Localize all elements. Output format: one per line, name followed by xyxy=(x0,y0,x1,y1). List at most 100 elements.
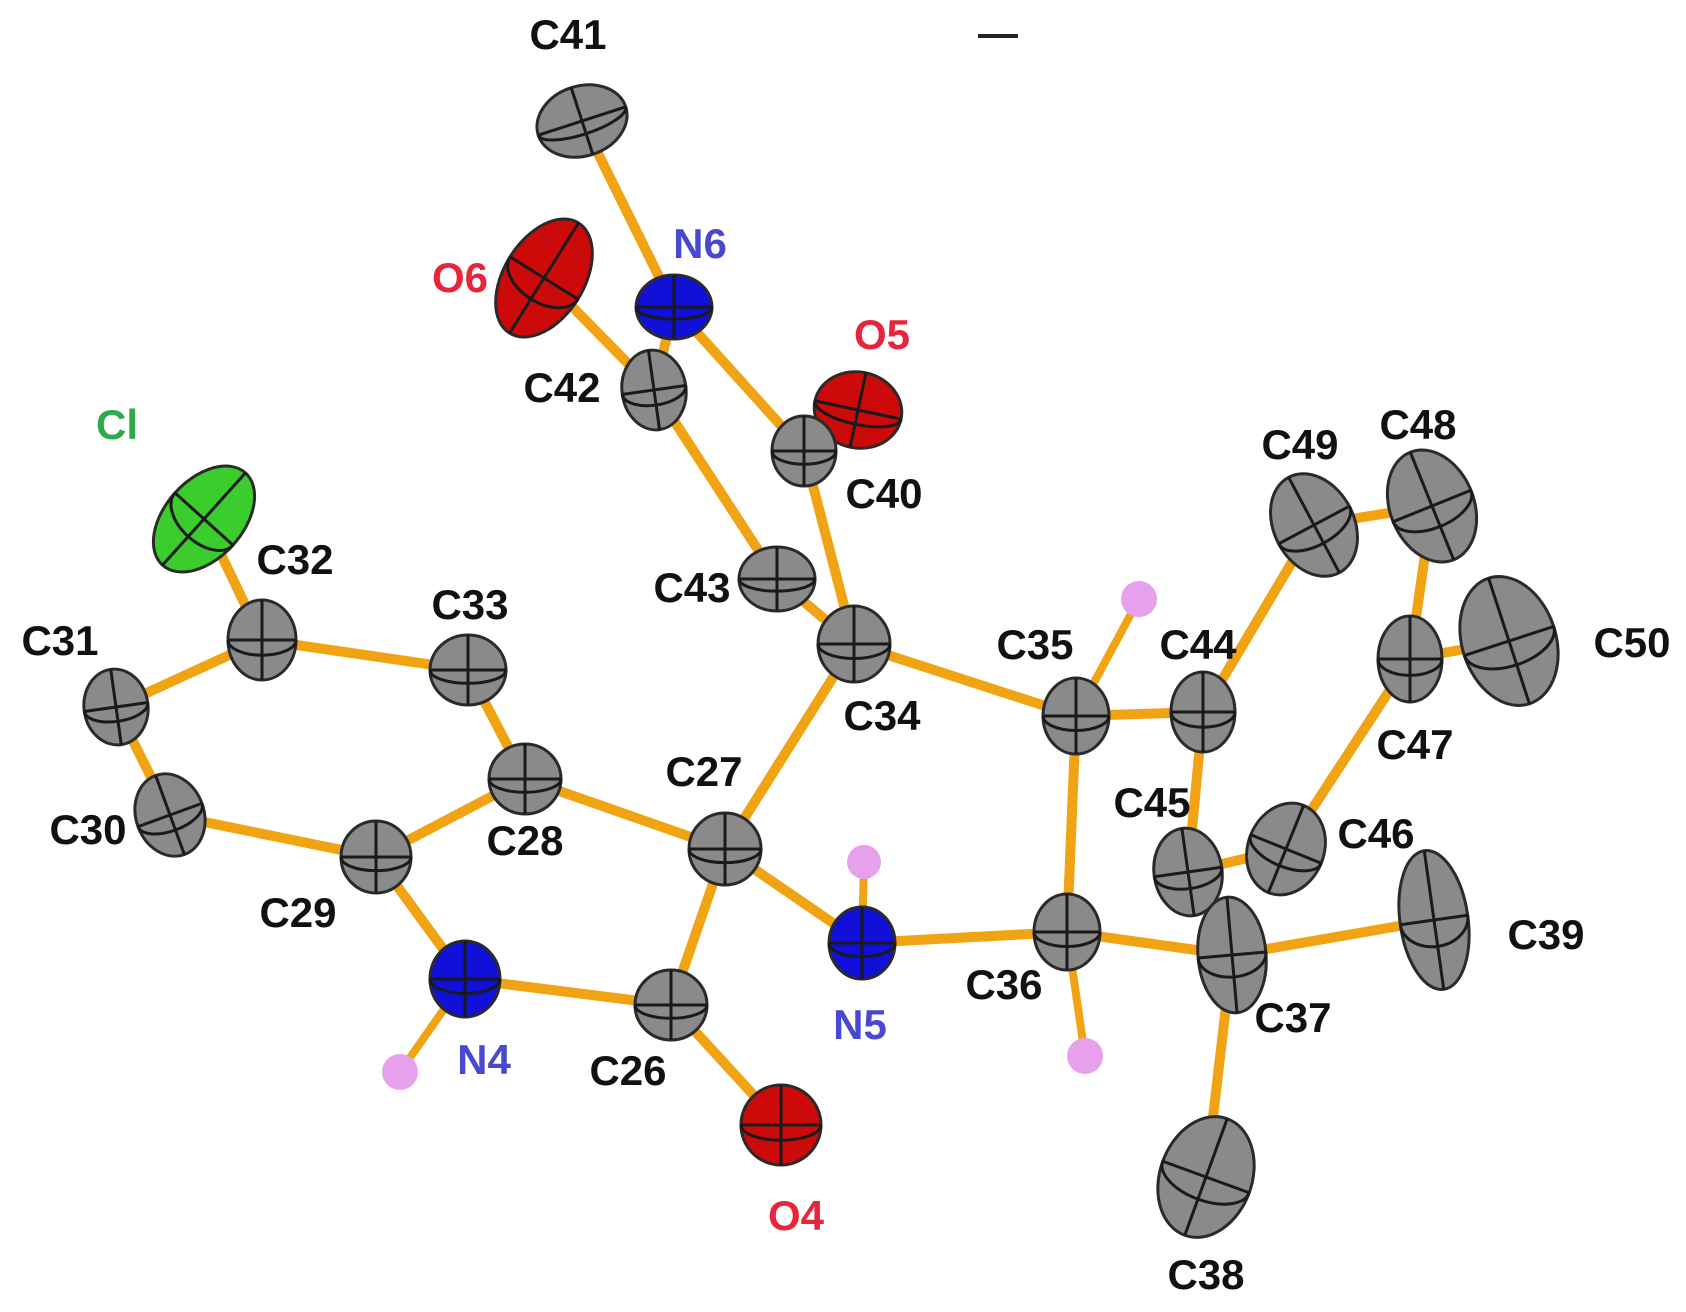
atom-label-c29: C29 xyxy=(259,889,336,936)
atom-axis xyxy=(848,372,868,448)
atom-n6 xyxy=(634,273,714,341)
atom-label-o6: O6 xyxy=(432,254,488,301)
atom-label-c38: C38 xyxy=(1167,1251,1244,1298)
atom-label-c42: C42 xyxy=(523,364,600,411)
atom-label-c44: C44 xyxy=(1159,621,1237,668)
atom-label-c35: C35 xyxy=(996,621,1073,668)
atom-octant-arc xyxy=(816,643,892,660)
atom-label-c36: C36 xyxy=(965,961,1042,1008)
atom-octant-arc xyxy=(82,702,150,724)
atom-c29 xyxy=(339,819,413,895)
atom-c33 xyxy=(428,633,508,707)
atom-cl xyxy=(151,464,257,574)
atom-c35 xyxy=(1041,676,1111,756)
atom-octant-arc xyxy=(620,385,688,408)
atom-axis xyxy=(161,471,247,567)
atom-c32 xyxy=(226,598,298,682)
atom-c40 xyxy=(770,414,838,488)
atom-c48 xyxy=(1385,448,1479,564)
bond-c34-c27 xyxy=(720,639,859,854)
atom-axis xyxy=(1422,850,1446,990)
atom-label-n5: N5 xyxy=(833,1001,887,1048)
atom-c44 xyxy=(1169,670,1237,754)
atom-octant-arc xyxy=(339,856,413,873)
hydrogen-atom-c35 xyxy=(1121,581,1157,617)
hydrogen-atom-n5 xyxy=(847,845,881,879)
atom-c47 xyxy=(1376,614,1444,704)
atom-label-n4: N4 xyxy=(457,1036,511,1083)
atom-octant-arc xyxy=(1398,915,1470,949)
atom-octant-arc xyxy=(1041,715,1111,732)
atom-octant-arc xyxy=(1277,505,1353,553)
atom-octant-arc xyxy=(1391,489,1474,534)
atom-label-c31: C31 xyxy=(21,617,98,664)
atom-label-n6: N6 xyxy=(673,220,727,267)
hydrogen-atom-n4 xyxy=(382,1054,418,1090)
atom-label-c28: C28 xyxy=(486,817,563,864)
atom-c28 xyxy=(487,742,563,816)
atom-axis xyxy=(1408,451,1456,561)
atom-c38 xyxy=(1156,1115,1256,1239)
atom-c36 xyxy=(1032,892,1102,972)
atom-octant-arc xyxy=(813,400,903,429)
atom-label-cl: Cl xyxy=(96,401,138,448)
atom-label-c39: C39 xyxy=(1507,911,1584,958)
atom-axis xyxy=(1267,804,1305,894)
atom-octant-arc xyxy=(1152,867,1224,891)
atom-axis xyxy=(1287,476,1341,574)
atom-octant-arc xyxy=(737,578,817,593)
atom-octant-arc xyxy=(1248,834,1323,873)
atom-octant-arc xyxy=(634,306,714,321)
atom-label-o5: O5 xyxy=(854,311,910,358)
atom-c41 xyxy=(535,83,629,159)
atom-octant-arc xyxy=(226,639,298,657)
atom-octant-arc xyxy=(739,1124,823,1142)
atom-octant-arc xyxy=(428,669,508,685)
atom-label-c37: C37 xyxy=(1254,994,1331,1041)
atom-label-c47: C47 xyxy=(1376,721,1453,768)
atom-label-c43: C43 xyxy=(653,564,730,611)
atom-o4 xyxy=(739,1083,823,1167)
atom-octant-arc xyxy=(1032,931,1102,948)
atom-axis xyxy=(646,350,662,430)
atom-octant-arc xyxy=(687,848,763,865)
atom-label-c45: C45 xyxy=(1113,779,1190,826)
atom-label-c34: C34 xyxy=(843,692,921,739)
bond-c34-c35 xyxy=(849,639,1081,721)
atom-o5 xyxy=(812,370,904,450)
atom-axis xyxy=(1487,577,1531,705)
atom-label-o4: O4 xyxy=(768,1192,825,1239)
atom-label-c46: C46 xyxy=(1337,810,1414,857)
atom-c37 xyxy=(1196,895,1268,1015)
atom-axis xyxy=(508,222,580,334)
atom-c50 xyxy=(1458,575,1560,707)
atom-axis xyxy=(1180,828,1196,916)
atom-label-c26: C26 xyxy=(589,1047,666,1094)
atom-label-c41: C41 xyxy=(529,11,606,58)
atom-octant-arc xyxy=(136,802,204,836)
atom-n4 xyxy=(428,939,502,1019)
atom-c34 xyxy=(816,604,892,684)
atom-octant-arc xyxy=(1160,1160,1251,1206)
atom-octant-arc xyxy=(428,978,502,995)
atom-o6 xyxy=(494,217,594,339)
atom-axis xyxy=(569,87,595,155)
atom-c31 xyxy=(82,667,150,747)
atom-octant-arc xyxy=(1376,658,1444,677)
atom-c43 xyxy=(737,545,817,613)
atom-c26 xyxy=(633,968,709,1042)
atom-c45 xyxy=(1152,826,1224,918)
atom-label-c49: C49 xyxy=(1261,421,1338,468)
atom-octant-arc xyxy=(1462,626,1556,671)
atom-axis xyxy=(109,669,123,745)
atom-label-c32: C32 xyxy=(256,536,333,583)
atom-c30 xyxy=(133,772,207,858)
atom-axis xyxy=(1225,897,1239,1013)
atom-n5 xyxy=(827,905,897,981)
atom-octant-arc xyxy=(770,450,838,466)
hydrogen-atom-c36 xyxy=(1067,1038,1103,1074)
atom-label-c50: C50 xyxy=(1593,619,1670,666)
atom-label-c30: C30 xyxy=(49,806,126,853)
